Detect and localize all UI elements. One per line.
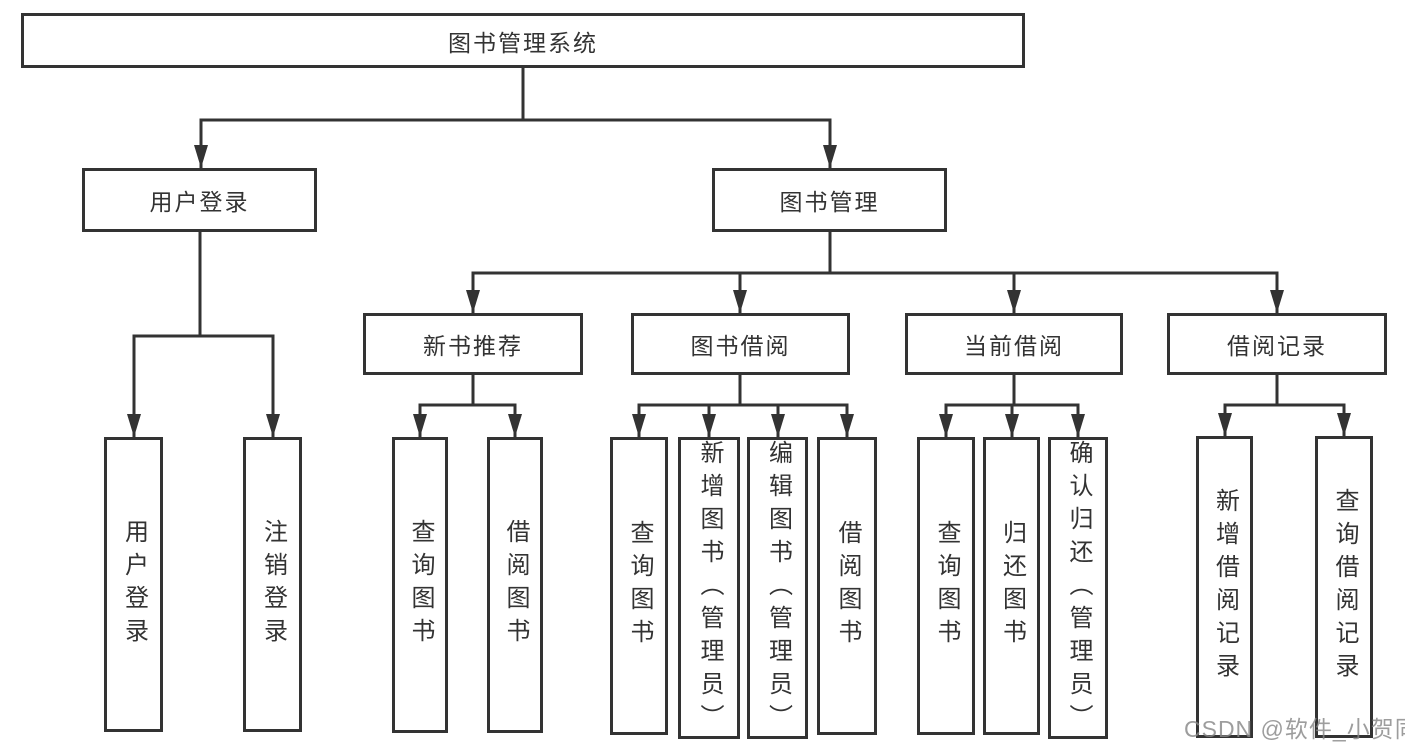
csdn-watermark: CSDN @软件_小贺同学 <box>1184 716 1405 742</box>
leaf-query-books-current: 查询图书 <box>917 437 975 735</box>
leaf-add-borrow-record: 新增借阅记录 <box>1196 436 1253 738</box>
leaf-query-books-borrow: 查询图书 <box>610 437 668 735</box>
leaf-borrow-books-recommend-label: 借阅图书 <box>502 519 529 651</box>
leaf-edit-books-admin: 编辑图书（管理员） <box>747 437 808 739</box>
leaf-add-books-admin: 新增图书（管理员） <box>678 437 740 739</box>
leaf-return-books-label: 归还图书 <box>998 520 1026 652</box>
node-current-borrow: 当前借阅 <box>905 313 1123 375</box>
leaf-add-borrow-record-label: 新增借阅记录 <box>1211 488 1239 686</box>
leaf-user-login: 用户登录 <box>104 437 163 732</box>
leaf-edit-books-admin-label: 编辑图书（管理员） <box>764 439 792 737</box>
leaf-borrow-books-label: 借阅图书 <box>834 520 861 652</box>
node-user-login: 用户登录 <box>82 168 317 232</box>
leaf-user-login-label: 用户登录 <box>120 518 148 651</box>
leaf-logout: 注销登录 <box>243 437 302 732</box>
edge-newbook-to-leaves <box>418 403 517 437</box>
node-new-book-recommend: 新书推荐 <box>363 313 583 375</box>
node-book-management: 图书管理 <box>712 168 947 232</box>
leaf-add-books-admin-label: 新增图书（管理员） <box>696 439 723 737</box>
leaf-return-books: 归还图书 <box>983 437 1040 735</box>
leaf-query-books-current-label: 查询图书 <box>933 520 960 652</box>
leaf-query-borrow-record: 查询借阅记录 <box>1315 436 1373 738</box>
edge-bookmgmt-to-level2 <box>471 271 1279 313</box>
edge-userlogin-to-leaves <box>132 334 275 437</box>
node-book-borrow: 图书借阅 <box>631 313 850 375</box>
node-library-system: 图书管理系统 <box>21 13 1025 68</box>
leaf-query-books-borrow-label: 查询图书 <box>626 520 653 652</box>
leaf-confirm-return-admin-label: 确认归还（管理员） <box>1065 439 1092 737</box>
leaf-borrow-books-recommend: 借阅图书 <box>487 437 543 733</box>
edge-borrow-to-leaves <box>637 403 849 437</box>
edge-current-to-leaves <box>944 403 1080 437</box>
node-borrow-records: 借阅记录 <box>1167 313 1387 375</box>
leaf-query-books-recommend-label: 查询图书 <box>407 519 434 651</box>
leaf-query-books-recommend: 查询图书 <box>392 437 448 733</box>
leaf-query-borrow-record-label: 查询借阅记录 <box>1331 488 1358 686</box>
leaf-confirm-return-admin: 确认归还（管理员） <box>1048 437 1108 739</box>
edge-records-to-leaves <box>1223 403 1346 436</box>
edge-root-to-level1 <box>199 118 832 168</box>
leaf-logout-label: 注销登录 <box>259 518 287 651</box>
leaf-borrow-books: 借阅图书 <box>817 437 877 735</box>
